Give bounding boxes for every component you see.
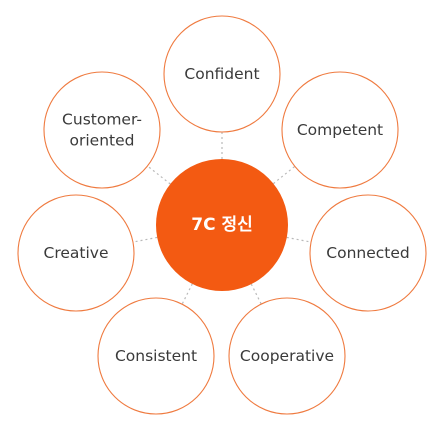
node-connected: Connected [309, 194, 427, 312]
node-label-creative: Creative [44, 244, 109, 262]
node-circle-confident [163, 15, 281, 133]
center-label: 7C 정신 [191, 215, 253, 235]
node-label-customer-oriented-line-1: Customer- [62, 111, 142, 129]
connector-cooperative [250, 283, 262, 305]
node-label-customer-oriented-line-2: oriented [70, 132, 135, 150]
node-confident: Confident [163, 15, 281, 133]
node-circle-customer-oriented [43, 71, 161, 189]
node-creative: Creative [17, 194, 135, 312]
node-label-connected: Connected [326, 244, 409, 262]
node-circle-competent [281, 71, 399, 189]
node-consistent: Consistent [97, 297, 215, 415]
center-circle [156, 159, 288, 291]
node-label-competent: Competent [297, 121, 383, 139]
connector-creative [132, 236, 158, 243]
node-label-confident: Confident [184, 65, 259, 83]
connector-consistent [181, 283, 193, 305]
node-circle-creative [17, 194, 135, 312]
node-circle-cooperative [228, 297, 346, 415]
connector-connected [286, 236, 312, 243]
node-cooperative: Cooperative [228, 297, 346, 415]
node-circle-connected [309, 194, 427, 312]
connector-customer-oriented [147, 165, 171, 185]
connector-lines [132, 132, 312, 305]
connector-competent [273, 165, 296, 185]
node-label-cooperative: Cooperative [240, 347, 334, 365]
node-customer-oriented: Customer-oriented [43, 71, 161, 189]
node-competent: Competent [281, 71, 399, 189]
node-label-consistent: Consistent [115, 347, 197, 365]
node-circle-consistent [97, 297, 215, 415]
center-node: 7C 정신 [156, 159, 288, 291]
